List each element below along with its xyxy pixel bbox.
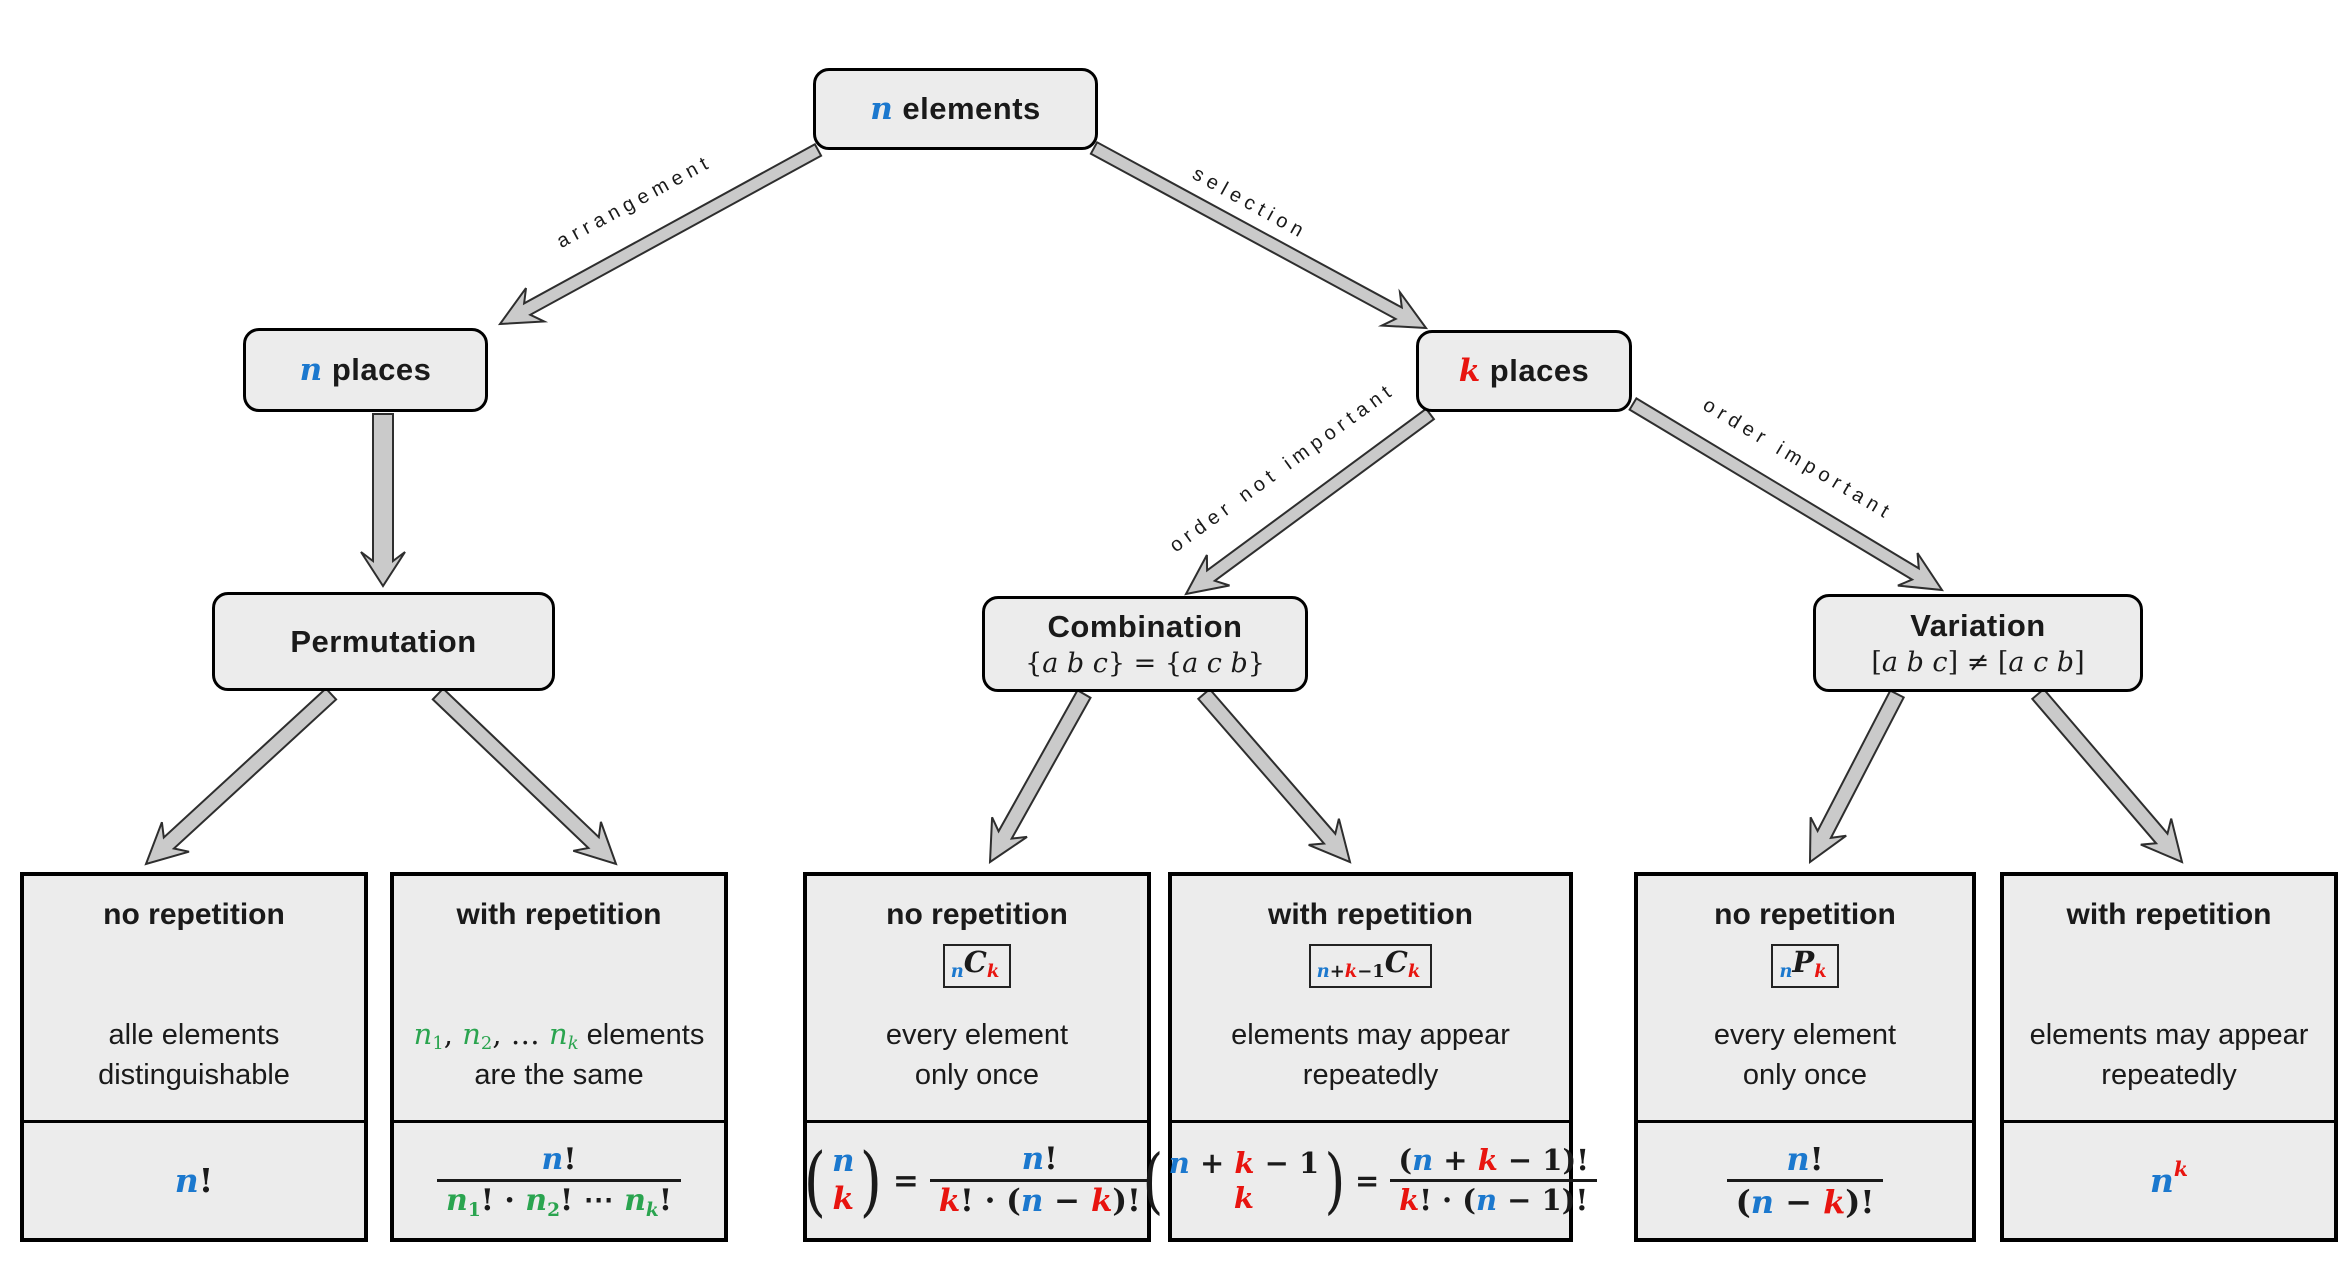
arrow-arrangement	[497, 142, 823, 326]
leaf-formula-section: n!n1! · n2! ⋯ nk!	[394, 1123, 724, 1238]
arrow-selection	[1089, 140, 1429, 330]
leaf-formula-section: n!(n − k)!	[1638, 1123, 1972, 1238]
leaf-top-section: no repetition nPk every element only once	[1638, 876, 1972, 1123]
arrow-variation-no-rep	[1808, 689, 1906, 864]
arrow-combination-no-rep	[988, 688, 1092, 864]
description-line: every element	[885, 1018, 1069, 1051]
leaf-top-section: no repetition alle elements distinguishab…	[24, 876, 364, 1123]
node-subtitle: [a b c] ≠ [a c b]	[1871, 647, 2085, 678]
leaf-formula: n!	[174, 1161, 214, 1200]
leaf-formula: n!n1! · n2! ⋯ nk!	[437, 1141, 681, 1221]
node-title: Combination	[1047, 609, 1243, 644]
node-title: k places	[1458, 353, 1590, 389]
description-line: elements may appear	[2029, 1018, 2309, 1051]
leaf-top-section: with repetition n1, n2, … nk elements are…	[394, 876, 724, 1123]
leaf-top-section: with repetition n+k−1Ck elements may app…	[1172, 876, 1569, 1123]
fraction: n!n1! · n2! ⋯ nk!	[437, 1141, 681, 1221]
description-line: only once	[1742, 1059, 1868, 1092]
leaf-formula-section: n!	[24, 1123, 364, 1238]
leaf-permutation-with-repetition: with repetition n1, n2, … nk elements are…	[390, 872, 728, 1242]
description-line: are the same	[474, 1059, 644, 1092]
leaf-combination-with-repetition: with repetition n+k−1Ck elements may app…	[1143, 872, 1598, 1242]
leaf-symbol-badge: nPk	[1771, 944, 1839, 989]
arrow-permutation-with-rep	[431, 687, 618, 866]
arrow-n-places-permutation	[360, 413, 406, 588]
description-line: every element	[1713, 1018, 1897, 1051]
leaf-description: every element only once	[886, 1015, 1068, 1096]
node-combination: Combination {a b c} = {a c b}	[982, 596, 1308, 692]
fraction: (n + k − 1)!k! · (n − 1)!	[1389, 1142, 1598, 1219]
leaf-description: elements may appear repeatedly	[2030, 1015, 2309, 1096]
leaf-top-section: with repetition elements may appear repea…	[2004, 876, 2334, 1123]
leaf-description: alle elements distinguishable	[98, 1015, 290, 1096]
leaf-variation-no-repetition: no repetition nPk every element only once…	[1634, 872, 1976, 1242]
node-n-elements: n elements	[813, 68, 1098, 150]
node-title: Variation	[1910, 608, 2046, 643]
arrow-variation-with-rep	[2030, 687, 2184, 864]
leaf-formula: n!(n − k)!	[1726, 1139, 1884, 1223]
leaf-description: elements may appear repeatedly	[1231, 1015, 1510, 1096]
node-permutation: Permutation	[212, 592, 555, 691]
arrow-combination-with-rep	[1196, 687, 1352, 864]
arrow-order-not-important	[1184, 407, 1436, 596]
leaf-description: n1, n2, … nk elements are the same	[414, 1014, 705, 1096]
node-variation: Variation [a b c] ≠ [a c b]	[1813, 594, 2143, 692]
node-title: n elements	[870, 91, 1041, 127]
leaf-title: no repetition	[886, 898, 1068, 931]
fraction: n!k! · (n − k)!	[929, 1140, 1150, 1221]
leaf-title: no repetition	[103, 898, 285, 931]
fraction: n!(n − k)!	[1726, 1139, 1884, 1223]
leaf-title: with repetition	[456, 898, 662, 931]
node-k-places: k places	[1416, 330, 1632, 412]
leaf-combination-no-repetition: no repetition nCk every element only once…	[803, 872, 1151, 1242]
description-line: repeatedly	[1302, 1059, 1439, 1092]
leaf-title: no repetition	[1714, 898, 1896, 931]
arrow-order-important	[1628, 397, 1945, 592]
description-line: elements may appear	[1231, 1018, 1510, 1051]
node-title: Permutation	[290, 623, 477, 659]
leaf-permutation-no-repetition: no repetition alle elements distinguishab…	[20, 872, 368, 1242]
arrow-permutation-no-rep	[144, 687, 338, 866]
node-title: n places	[299, 352, 432, 388]
leaf-symbol-badge: n+k−1Ck	[1308, 944, 1433, 989]
leaf-symbol-badge: nCk	[942, 944, 1012, 989]
description-line: repeatedly	[2101, 1059, 2237, 1092]
description-line: n1, n2, … nk elements	[413, 1016, 705, 1055]
leaf-top-section: no repetition nCk every element only once	[807, 876, 1147, 1123]
description-line: distinguishable	[98, 1059, 290, 1092]
leaf-title: with repetition	[1268, 898, 1473, 931]
node-n-places: n places	[243, 328, 488, 412]
leaf-title: with repetition	[2066, 898, 2272, 931]
leaf-variation-with-repetition: with repetition elements may appear repea…	[2000, 872, 2338, 1242]
description-line: alle elements	[108, 1018, 280, 1051]
node-subtitle: {a b c} = {a c b}	[1025, 648, 1265, 679]
description-line: only once	[914, 1059, 1040, 1092]
leaf-description: every element only once	[1714, 1015, 1896, 1096]
